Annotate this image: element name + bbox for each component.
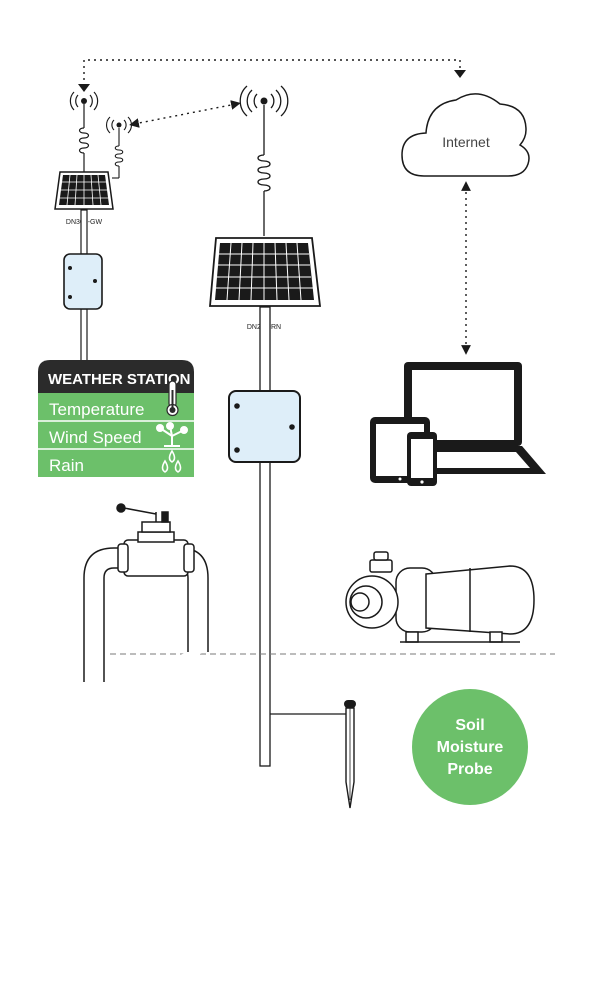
solar-panel-icon — [54, 171, 114, 210]
antenna-icon — [69, 91, 99, 172]
probe-label-line3: Probe — [447, 761, 492, 778]
solar-panel-icon — [209, 237, 322, 307]
probe-label-line2: Moisture — [437, 739, 504, 756]
link-gateway-internet — [78, 59, 466, 92]
internet-cloud-icon: Internet — [401, 93, 530, 177]
water-pipe-meter-icon — [83, 503, 209, 682]
gateway-node: DN300-GW — [54, 91, 132, 364]
soil-moisture-probe-badge: Soil Moisture Probe — [412, 689, 528, 805]
raindrops-icon — [161, 449, 182, 473]
soil-probe-icon — [344, 700, 356, 809]
internet-label: Internet — [442, 134, 490, 150]
weather-station-title: WEATHER STATION — [48, 371, 191, 388]
water-pump-icon — [345, 551, 535, 643]
weather-station-panel: WEATHER STATION Temperature Wind Speed R… — [38, 360, 194, 477]
antenna-icon — [106, 116, 132, 179]
weather-row-rain: Rain — [49, 456, 84, 475]
weather-row-wind-speed: Wind Speed — [49, 428, 142, 447]
thermometer-icon — [166, 380, 179, 417]
enclosure-box — [228, 390, 301, 463]
smartphone-icon — [407, 432, 437, 486]
weather-row-temperature: Temperature — [49, 400, 144, 419]
antenna-icon — [239, 85, 289, 236]
link-gateway-repeater — [129, 100, 241, 128]
probe-label-line1: Soil — [455, 717, 484, 734]
enclosure-box — [63, 253, 103, 310]
anemometer-icon — [156, 422, 188, 447]
repeater-node: DN200-RN — [209, 85, 350, 767]
